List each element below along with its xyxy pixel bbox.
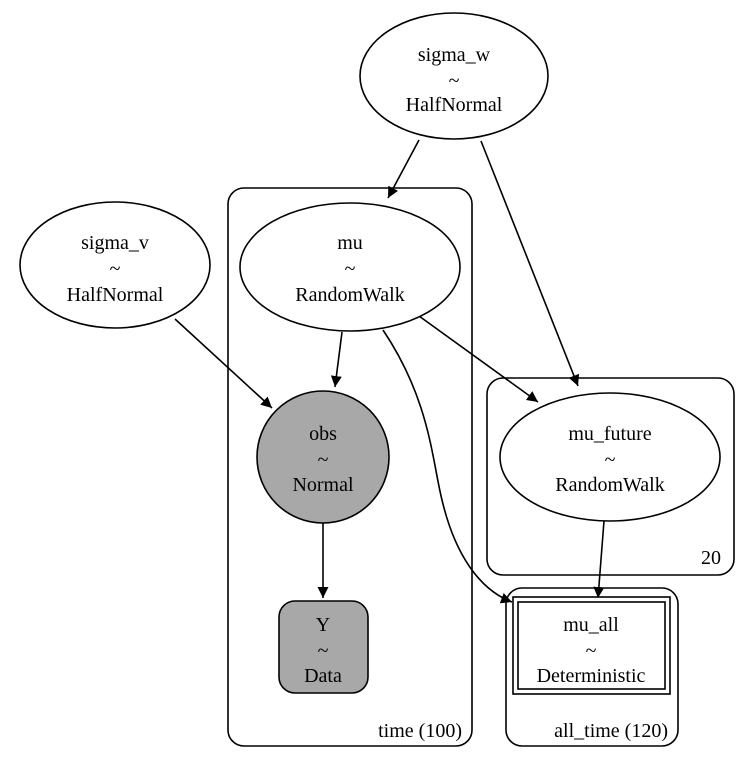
node-mu-tilde: ~ <box>345 258 356 280</box>
edge-mu-mu_all <box>382 329 513 604</box>
node-mu_future-name: mu_future <box>568 423 651 445</box>
plate-future-label: 20 <box>701 547 721 569</box>
node-mu_future-dist: RandomWalk <box>555 474 664 496</box>
node-Y-name: Y <box>316 614 330 636</box>
plate-time: time (100) <box>227 187 473 747</box>
edges <box>174 139 605 604</box>
node-sigma_w: sigma_w ~ HalfNormal <box>359 12 549 140</box>
node-sigma_w-tilde: ~ <box>449 70 460 92</box>
node-mu-dist: RandomWalk <box>295 284 404 306</box>
node-mu: mu ~ RandomWalk <box>239 202 461 332</box>
node-sigma_w-name: sigma_w <box>418 44 491 66</box>
node-sigma_w-dist: HalfNormal <box>406 94 503 116</box>
edge-sigma_w-mu <box>387 139 420 199</box>
edge-mu_future-mu_all <box>593 520 605 599</box>
edge-mu-obs <box>330 331 343 388</box>
node-mu-name: mu <box>337 232 363 254</box>
plate-all-time-label: all_time (120) <box>554 720 668 742</box>
plate-time-label: time (100) <box>378 720 462 742</box>
node-mu_future-tilde: ~ <box>605 449 616 471</box>
plate-future: 20 <box>486 377 735 576</box>
node-obs: obs ~ Normal <box>256 390 390 524</box>
plate-all-time: all_time (120) <box>505 587 679 747</box>
edge-sigma_w-mu_future <box>480 140 580 387</box>
node-Y: Y ~ Data <box>278 600 369 694</box>
edge-sigma_v-obs <box>174 318 273 409</box>
node-sigma_v-dist: HalfNormal <box>67 284 164 306</box>
node-obs-dist: Normal <box>292 474 354 496</box>
edge-mu-mu_future <box>418 315 539 403</box>
node-Y-tilde: ~ <box>318 640 329 662</box>
node-mu_all: mu_all ~ Deterministic <box>512 596 671 695</box>
node-sigma_v-tilde: ~ <box>110 258 121 280</box>
node-mu_all-name: mu_all <box>563 614 619 636</box>
node-mu_all-tilde: ~ <box>586 640 597 662</box>
node-sigma_v: sigma_v ~ HalfNormal <box>19 201 211 329</box>
node-obs-name: obs <box>309 423 337 445</box>
node-obs-tilde: ~ <box>318 449 329 471</box>
node-Y-dist: Data <box>304 665 342 687</box>
node-mu_all-dist: Deterministic <box>537 665 646 687</box>
node-mu_future: mu_future ~ RandomWalk <box>499 392 721 522</box>
node-sigma_v-name: sigma_v <box>81 232 149 254</box>
